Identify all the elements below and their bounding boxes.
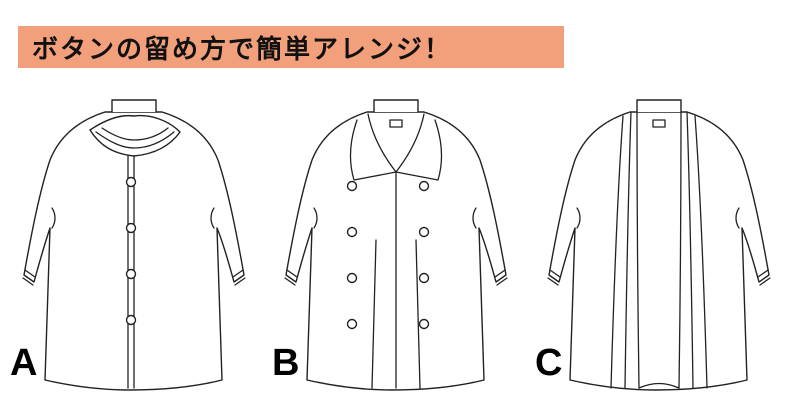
coat-illustration-a: [22, 99, 246, 391]
coat-b-button-7: [418, 272, 430, 284]
coat-b-button-6: [418, 226, 430, 238]
coat-a-button-1: [125, 176, 137, 188]
coat-b-button-8: [418, 318, 430, 330]
coat-illustration-b: [284, 99, 508, 391]
coat-a-button-3: [125, 268, 137, 280]
coat-b-button-1: [346, 180, 358, 192]
coat-label-a: A: [10, 342, 38, 384]
coat-b-button-5: [418, 180, 430, 192]
coat-c-body: [548, 111, 770, 391]
coat-b-button-4: [346, 318, 358, 330]
coat-b-button-3: [346, 272, 358, 284]
page-title: ボタンの留め方で簡単アレンジ！: [32, 34, 453, 65]
coat-label-b: B: [272, 342, 300, 384]
title-banner: ボタンの留め方で簡単アレンジ！: [18, 26, 564, 68]
coat-a-button-2: [125, 222, 137, 234]
coat-b-button-2: [346, 226, 358, 238]
coat-label-c: C: [535, 342, 563, 384]
coat-a-button-4: [125, 314, 137, 326]
coat-illustration-c: [547, 99, 771, 391]
